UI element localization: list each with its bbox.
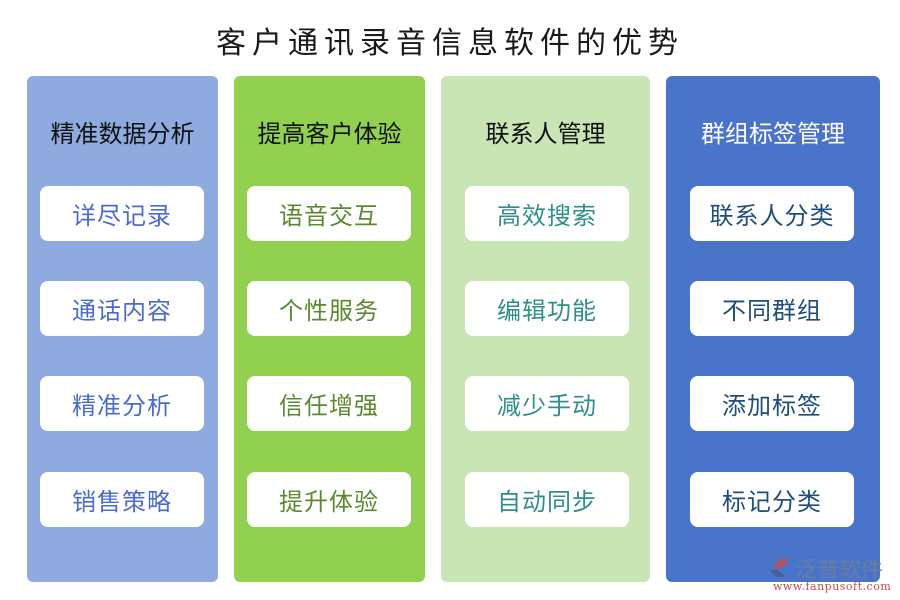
column-group-tag-management: 群组标签管理 联系人分类 不同群组 添加标签 标记分类 [666,76,880,582]
column-improve-customer-experience: 提高客户体验 语音交互 个性服务 信任增强 提升体验 [234,76,425,582]
feature-item: 详尽记录 [40,186,204,241]
feature-item: 自动同步 [465,472,629,527]
feature-item: 提升体验 [247,472,411,527]
diagram-title: 客户通讯录音信息软件的优势 [216,26,684,61]
watermark-url: www.fanpusoft.com [773,580,892,593]
watermark-logo: 泛普软件 [768,552,883,584]
feature-item: 添加标签 [690,376,854,431]
feature-item: 高效搜索 [465,186,629,241]
fanpu-logo-icon [768,557,792,579]
column-precise-data-analysis: 精准数据分析 详尽记录 通话内容 精准分析 销售策略 [27,76,218,582]
column-heading: 精准数据分析 [50,120,195,148]
feature-item: 语音交互 [247,186,411,241]
feature-item: 精准分析 [40,376,204,431]
column-heading: 联系人管理 [485,120,606,148]
column-heading: 提高客户体验 [257,120,402,148]
feature-item: 通话内容 [40,281,204,336]
feature-item: 联系人分类 [690,186,854,241]
column-contact-management: 联系人管理 高效搜索 编辑功能 减少手动 自动同步 [441,76,650,582]
feature-item: 减少手动 [465,376,629,431]
feature-item: 编辑功能 [465,281,629,336]
feature-item: 销售策略 [40,472,204,527]
column-heading: 群组标签管理 [701,120,845,148]
watermark-brand: 泛普软件 [795,558,884,583]
feature-item: 个性服务 [247,281,411,336]
feature-item: 信任增强 [247,376,411,431]
feature-item: 不同群组 [690,281,854,336]
feature-item: 标记分类 [690,472,854,527]
